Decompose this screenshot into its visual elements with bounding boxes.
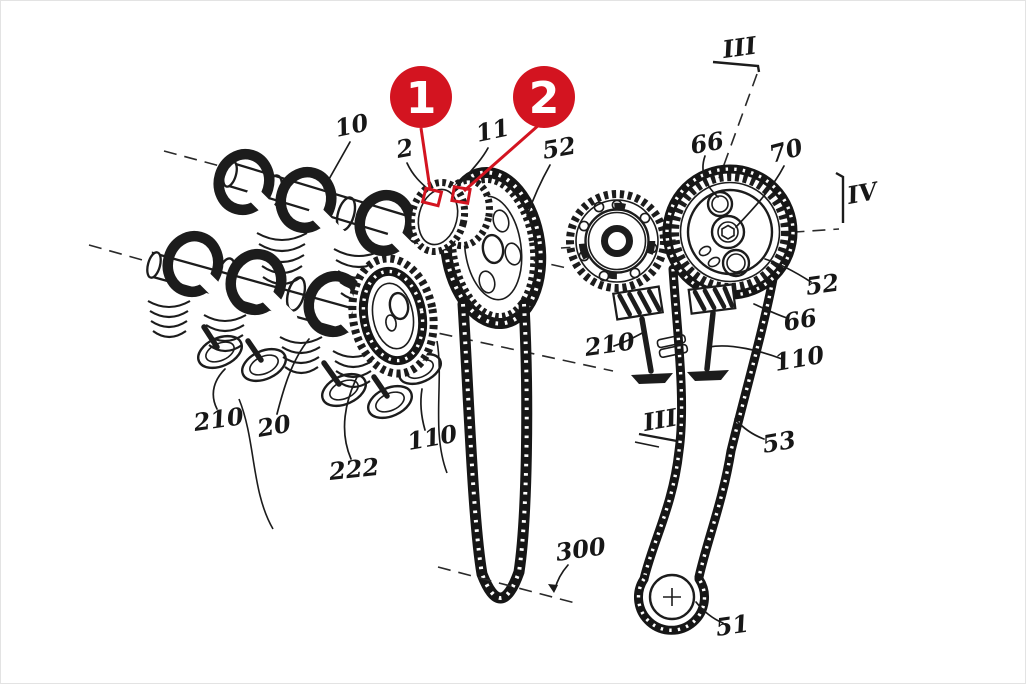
annotation-overlay: 1 2 — [390, 66, 575, 208]
ref-label-52-right: 52 — [804, 268, 841, 301]
hub — [710, 214, 746, 250]
valve — [321, 360, 367, 408]
valve — [367, 374, 413, 420]
ref-label-210-left: 210 — [191, 401, 246, 437]
section-IV-bracket — [835, 171, 845, 223]
left-assembly — [88, 148, 614, 605]
break-line — [238, 398, 274, 530]
ref-label-20: 20 — [254, 408, 293, 443]
cam-sprocket-52-right — [662, 164, 798, 300]
timing-chain-right — [634, 264, 778, 635]
valve-springs-left — [147, 232, 385, 389]
ref-label-10: 10 — [332, 107, 371, 142]
bolt-circle-bottom — [721, 248, 751, 278]
valves-left — [197, 324, 442, 420]
centerlines-left — [88, 150, 614, 372]
callout-1-target-box — [420, 186, 444, 208]
bolt-circle-top — [706, 190, 734, 218]
section-label-III-bottom: III — [640, 402, 680, 437]
ref-label-2: 2 — [393, 132, 415, 164]
break-line — [436, 340, 448, 474]
valve-head — [631, 373, 673, 384]
bearing-ring — [275, 166, 348, 245]
ref-label-53: 53 — [760, 425, 798, 459]
callout-badge-2[interactable]: 2 — [513, 66, 575, 128]
arrowhead — [548, 584, 558, 593]
valve-head — [687, 370, 729, 381]
hub — [601, 225, 633, 257]
callout-2-target-box — [450, 184, 472, 206]
bolt-holes — [578, 199, 658, 282]
valve — [197, 324, 243, 370]
cam-gear-lower — [348, 254, 438, 378]
cam-gear-right — [566, 190, 668, 292]
hatch-marks — [578, 202, 656, 280]
callout-1-line — [419, 127, 432, 190]
section-III-bottom — [634, 432, 678, 448]
ref-label-300: 300 — [554, 531, 608, 567]
bearing-ring — [213, 148, 286, 227]
section-label-IV: IV — [844, 176, 882, 210]
chain-guide — [656, 334, 689, 359]
bearing-ring — [225, 248, 298, 327]
section-III-top — [712, 60, 761, 185]
section-300 — [437, 564, 580, 605]
ref-label-70: 70 — [766, 132, 806, 169]
valve-left-right-fig — [611, 285, 673, 384]
ref-label-66-top: 66 — [688, 125, 726, 159]
callout-1-number: 1 — [406, 73, 437, 124]
bearing-ring — [162, 230, 235, 309]
callout-2-line — [463, 122, 541, 193]
valve — [241, 338, 287, 383]
valve-spring — [687, 283, 737, 315]
ref-label-52-left: 52 — [540, 131, 578, 165]
ref-label-51: 51 — [714, 609, 751, 642]
ref-label-110-left: 110 — [405, 419, 460, 456]
section-label-III-top: III — [720, 30, 759, 64]
leader-lines — [212, 141, 812, 624]
right-assembly — [560, 60, 845, 635]
callout-badge-1[interactable]: 1 — [390, 66, 452, 128]
callout-2-number: 2 — [529, 73, 560, 124]
timing-chain-left — [457, 298, 533, 604]
ref-label-222: 222 — [327, 452, 381, 486]
ref-label-66-right: 66 — [781, 302, 819, 336]
ref-label-210-right: 210 — [582, 326, 637, 362]
valve-right-right-fig — [687, 283, 737, 381]
ref-label-11: 11 — [473, 113, 512, 148]
ref-label-110-right: 110 — [772, 340, 827, 377]
crank-sprocket-51 — [648, 573, 696, 621]
valve-spring — [611, 285, 665, 321]
